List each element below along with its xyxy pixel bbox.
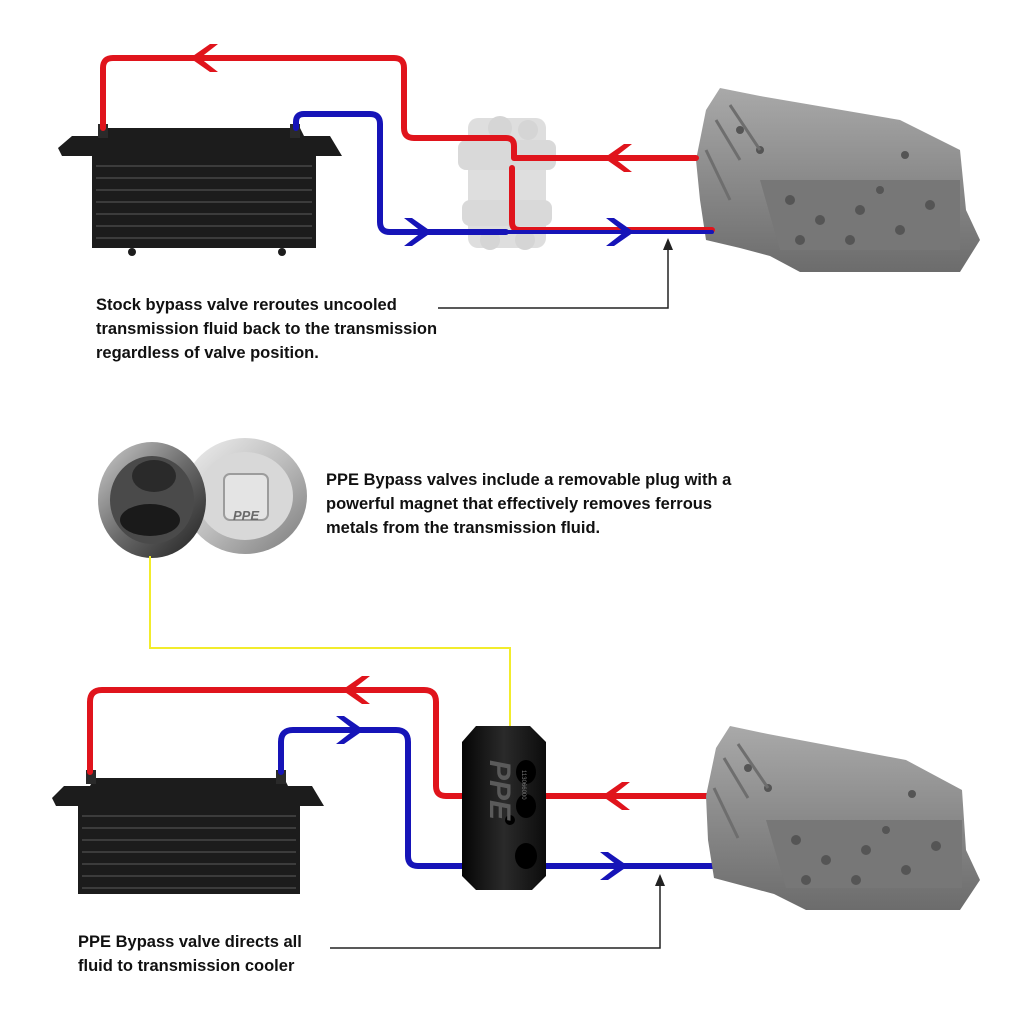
chevron-arrow-icon: [342, 676, 630, 810]
chevron-arrow-icon: [336, 716, 628, 880]
transmission-cooler-top: [58, 124, 342, 256]
caption-line: PPE Bypass valve directs all: [78, 933, 302, 951]
caption-line: powerful magnet that effectively removes…: [326, 495, 713, 513]
transmission-cooler-bottom: [52, 770, 324, 894]
arrowhead-up-icon: [655, 874, 665, 886]
stock-bypass-caption: Stock bypass valve reroutes uncooled tra…: [96, 293, 437, 365]
hot-line-bottom: [87, 687, 719, 799]
magnet-leader-line: [149, 556, 511, 732]
ppe-bypass-valve-block: PPE 113066000: [462, 726, 546, 890]
leader-line-top: [438, 244, 669, 309]
chevron-arrow-icon: [404, 218, 634, 246]
caption-line: Stock bypass valve reroutes uncooled: [96, 296, 397, 314]
caption-line: transmission fluid back to the transmiss…: [96, 320, 438, 338]
cool-line-top: [293, 111, 714, 235]
leader-line-bottom: [330, 880, 661, 949]
transmission-top: [696, 88, 980, 272]
cool-line-bottom: [278, 727, 719, 869]
stock-bypass-valve: [458, 116, 556, 250]
hot-line-top: [100, 55, 715, 233]
caption-line: PPE Bypass valves include a removable pl…: [326, 471, 732, 489]
arrowhead-up-icon: [663, 238, 673, 250]
caption-line: fluid to transmission cooler: [78, 957, 295, 975]
magnet-plug-caption: PPE Bypass valves include a removable pl…: [326, 468, 731, 540]
valve-block-logo: PPE: [483, 760, 516, 821]
caption-line: metals from the transmission fluid.: [326, 519, 601, 537]
plug-cap-logo: PPE: [233, 508, 259, 523]
caption-line: regardless of valve position.: [96, 344, 319, 362]
magnetic-plug-image: PPE: [98, 438, 307, 558]
valve-part-number: 113066000: [520, 770, 526, 800]
transmission-bottom: [706, 726, 980, 910]
chevron-arrow-icon: [190, 44, 632, 172]
ppe-bypass-caption: PPE Bypass valve directs all fluid to tr…: [78, 930, 302, 978]
